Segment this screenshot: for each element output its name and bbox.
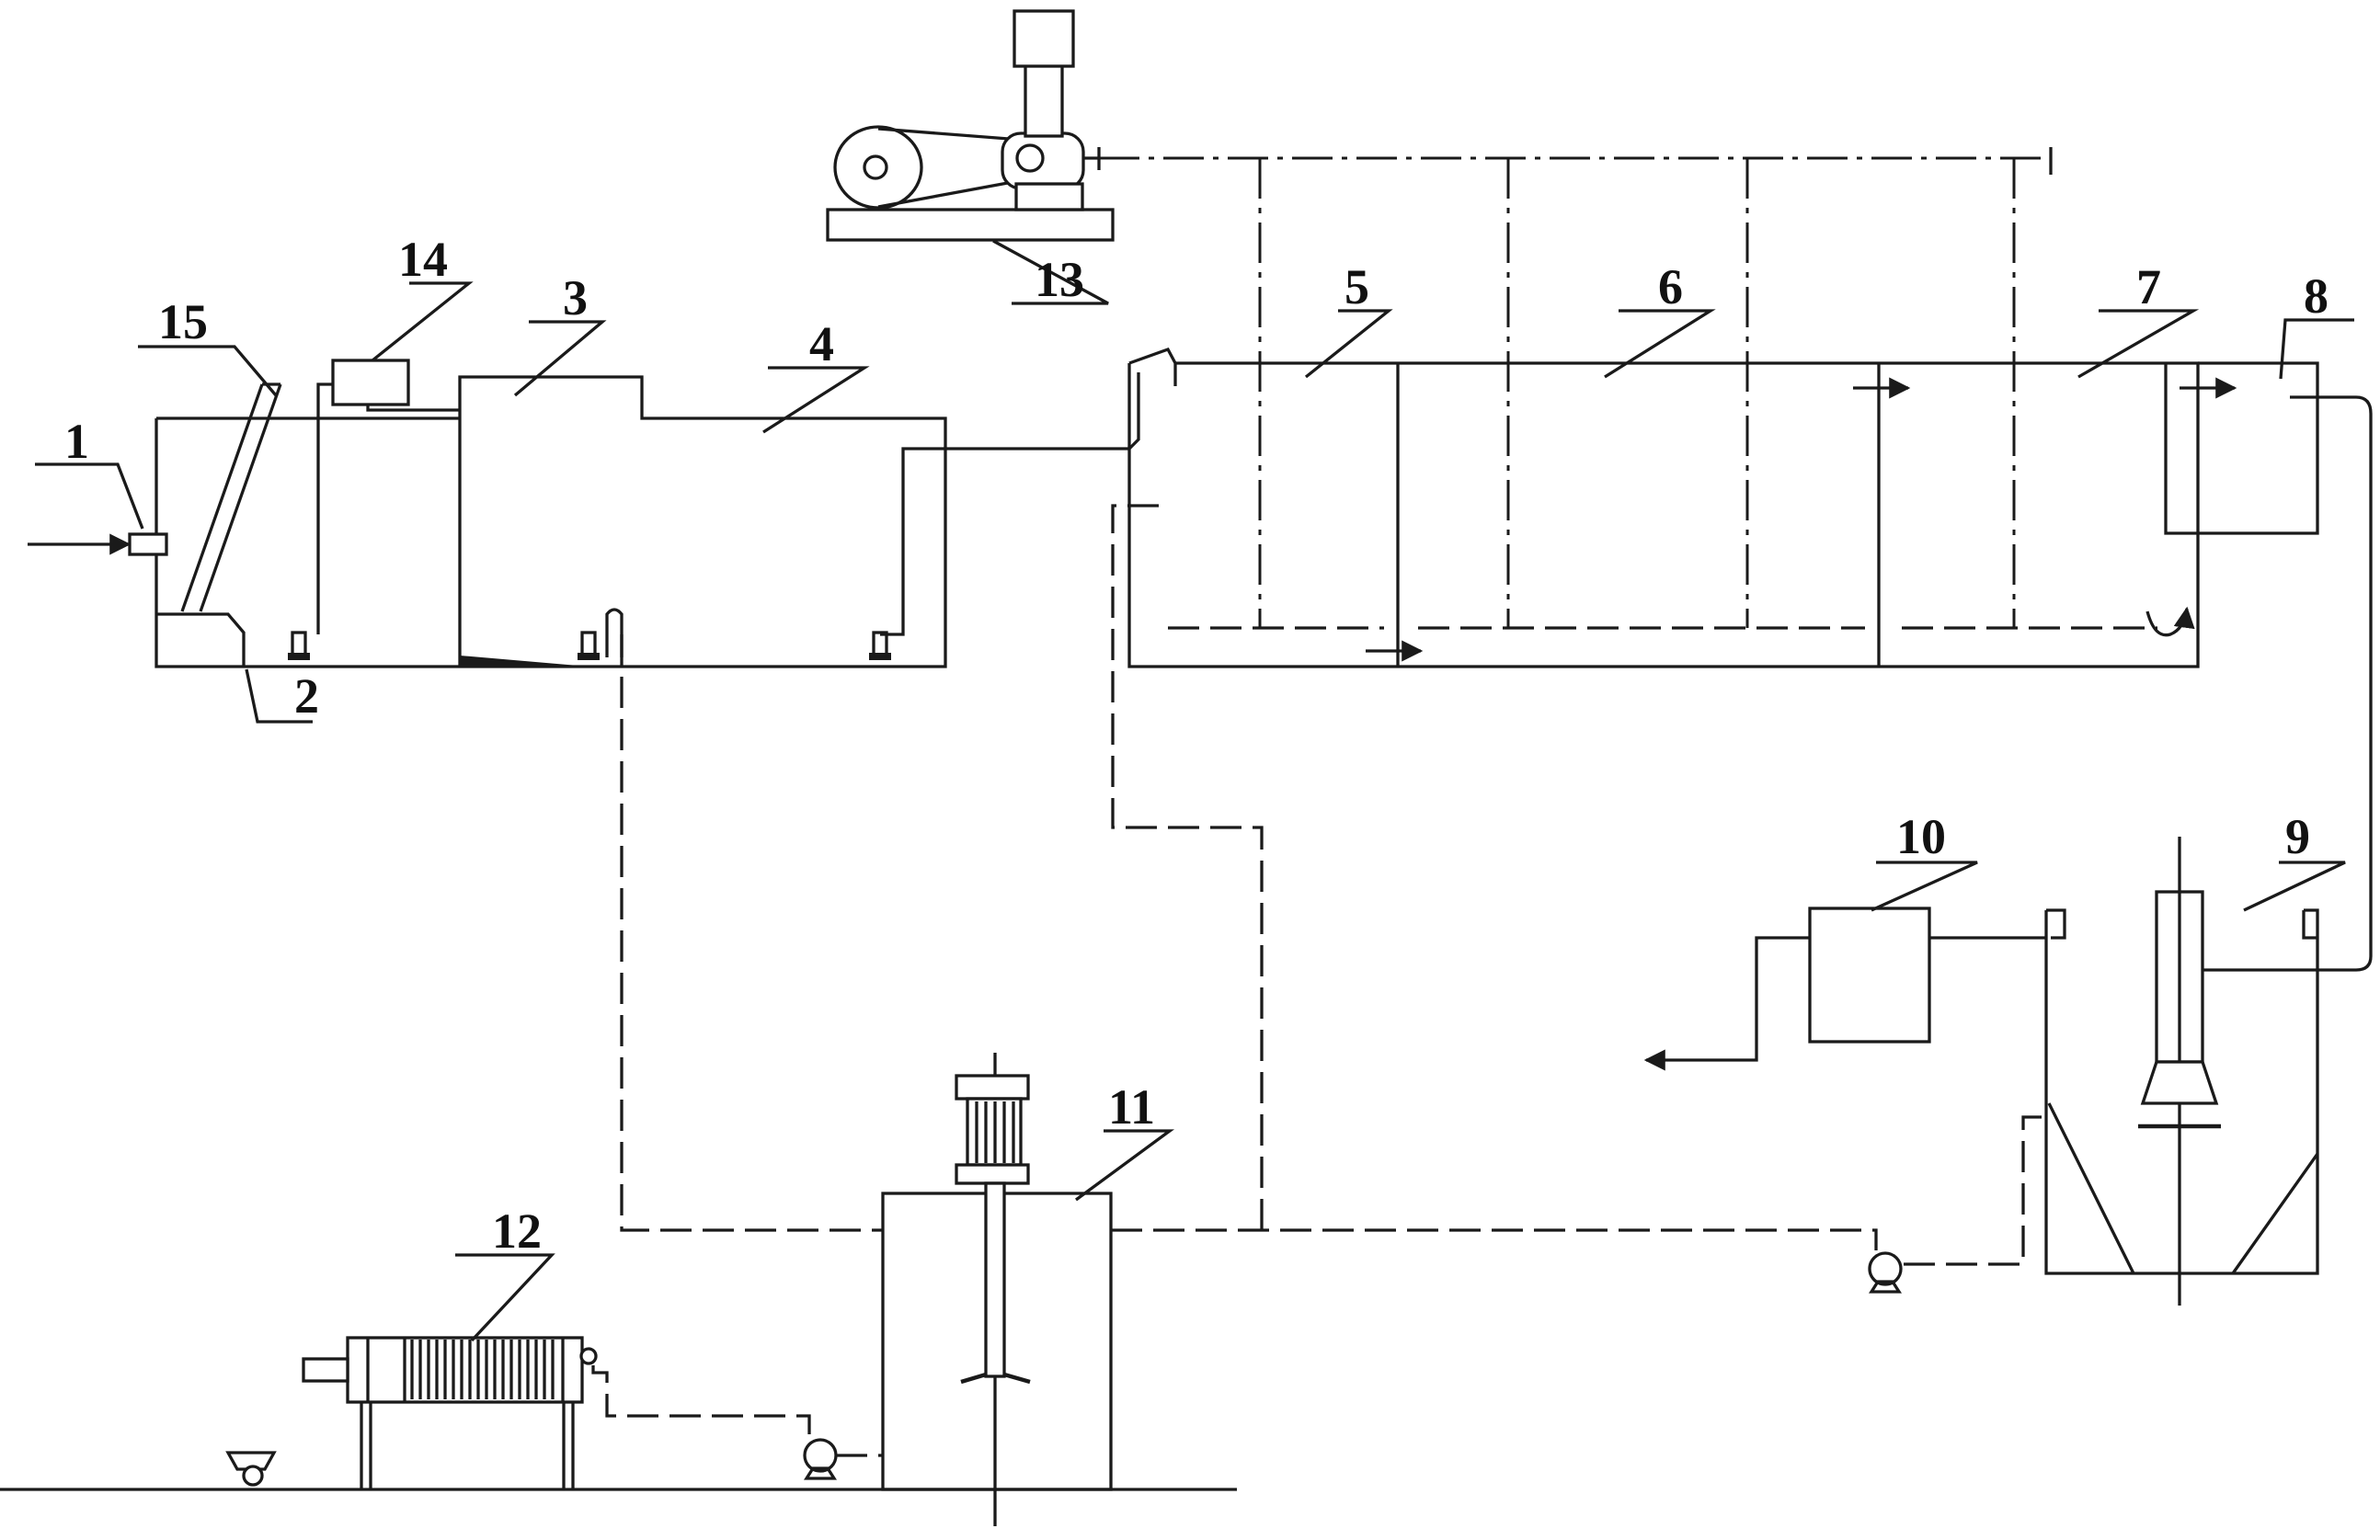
transfer-pipe — [880, 372, 1140, 636]
label-11: 11 — [1108, 1079, 1155, 1135]
label-3: 3 — [563, 270, 588, 325]
label-2: 2 — [294, 668, 319, 724]
sludge-cart — [225, 1451, 277, 1471]
effluent-pipe — [2187, 395, 2373, 972]
label-15: 15 — [158, 294, 208, 349]
sludge-pump — [1868, 1251, 1903, 1286]
blower-stack — [1024, 61, 1064, 138]
biological-reactor — [1111, 347, 2373, 1232]
submersible-pump-2 — [578, 631, 600, 660]
clean-water-tank — [1808, 907, 1931, 1044]
label-7: 7 — [2136, 259, 2161, 314]
pretreatment-tanks — [28, 359, 1140, 668]
flow-arrow-return — [2145, 606, 2195, 637]
blower-silencer — [1013, 9, 1075, 68]
dosing-box — [331, 359, 410, 406]
label-5: 5 — [1344, 259, 1369, 314]
label-6: 6 — [1658, 259, 1683, 314]
label-9: 9 — [2285, 809, 2310, 864]
sludge-thickener — [881, 1053, 1113, 1526]
label-12: 12 — [492, 1203, 542, 1259]
submersible-pump-1 — [288, 631, 310, 660]
label-10: 10 — [1896, 809, 1946, 864]
label-1: 1 — [64, 414, 89, 469]
filter-press — [225, 1336, 598, 1489]
label-8: 8 — [2304, 268, 2329, 324]
blower-base — [826, 208, 1115, 242]
inlet-flowmeter — [128, 532, 168, 556]
label-4: 4 — [809, 316, 834, 371]
discharge-arrow — [1643, 936, 1810, 1071]
sludge-hopper — [460, 656, 589, 667]
leader-lines — [35, 239, 2354, 1342]
secondary-clarifier — [2044, 837, 2319, 1306]
feed-pump — [803, 1438, 838, 1473]
label-14: 14 — [398, 232, 448, 287]
air-supply — [826, 9, 2053, 628]
sludge-lines — [591, 634, 2049, 1480]
return-dashed-stub — [1111, 504, 1264, 1232]
labels: 1 2 3 4 5 6 7 8 9 10 11 12 13 14 15 — [64, 232, 2329, 1259]
grit-chamber-block — [156, 612, 246, 667]
submersible-pump-3 — [869, 631, 891, 660]
label-13: 13 — [1035, 252, 1084, 307]
